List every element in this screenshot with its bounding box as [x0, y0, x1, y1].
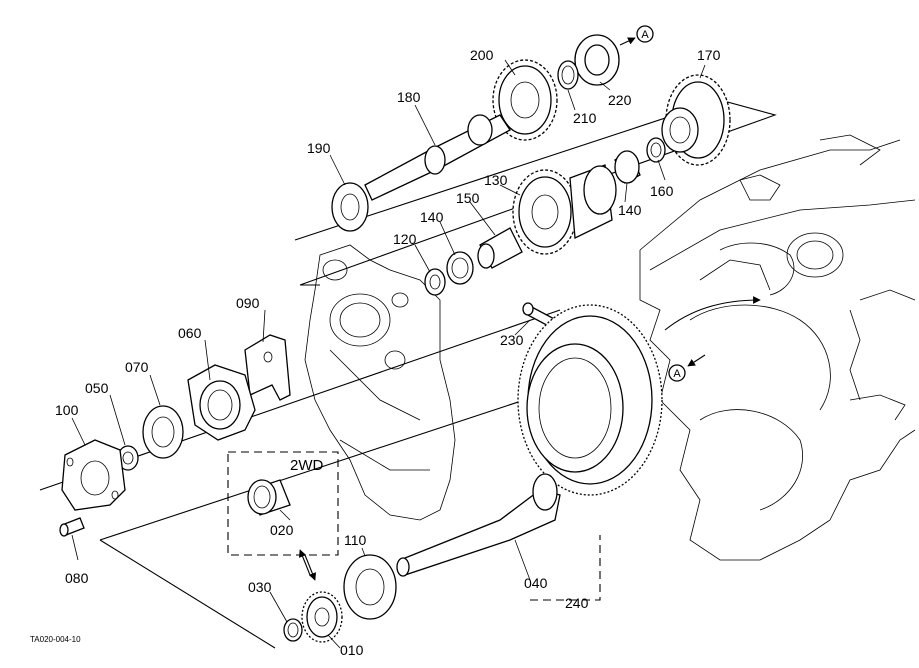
label-100: 100 [55, 402, 79, 418]
label-230: 230 [500, 332, 524, 348]
label-060: 060 [178, 325, 202, 341]
label-110: 110 [344, 532, 367, 548]
part-110-bearing [343, 554, 397, 620]
label-040: 040 [524, 575, 548, 591]
front-housing-cover [304, 244, 456, 521]
label-020: 020 [270, 522, 294, 538]
part-190-bearing [331, 182, 369, 232]
part-180-shaft [364, 114, 511, 201]
part-170-gear [661, 74, 731, 166]
part-140-needle-bearing-upper [614, 150, 641, 184]
label-210: 210 [573, 110, 597, 126]
part-200-gear [492, 59, 558, 141]
label-140-upper: 140 [618, 202, 642, 218]
label-220: 220 [608, 92, 632, 108]
part-070-bearing [142, 405, 184, 459]
label-150: 150 [456, 190, 480, 206]
part-010-gear [301, 591, 343, 643]
part-030-snap-ring [283, 618, 303, 642]
part-220-bearing [574, 34, 620, 86]
label-030: 030 [248, 579, 272, 595]
label-050: 050 [85, 380, 109, 396]
label-240: 240 [565, 595, 589, 611]
reference-marker-a-bottom-label: A [673, 368, 681, 380]
label-2wd: 2WD [290, 457, 324, 474]
label-120: 120 [393, 231, 417, 247]
part-140-needle-bearing-lower [446, 251, 474, 285]
part-050-seal [117, 445, 139, 471]
reference-marker-a-top-label: A [641, 29, 649, 41]
label-180: 180 [397, 89, 421, 105]
label-200: 200 [470, 47, 494, 63]
label-070: 070 [125, 359, 149, 375]
label-080: 080 [65, 570, 89, 586]
part-210-snap-ring [557, 60, 579, 90]
part-060-flange [187, 364, 256, 441]
label-190: 190 [307, 140, 331, 156]
label-140-lower: 140 [420, 209, 444, 225]
part-240-ring-gear [517, 304, 663, 496]
part-020-collar [247, 479, 291, 516]
label-170: 170 [697, 47, 721, 63]
part-130-gear-cluster [512, 164, 617, 255]
part-100-cover-plate [61, 439, 126, 511]
part-150-sleeve [477, 227, 523, 269]
part-040-pinion-shaft [396, 473, 561, 577]
part-080-plug [59, 517, 85, 537]
label-130: 130 [484, 172, 508, 188]
label-160: 160 [650, 183, 674, 199]
part-labels: 200 210 220 170 180 190 160 130 150 140 … [30, 47, 721, 658]
part-160-washer [646, 137, 666, 163]
part-090-bracket [244, 334, 291, 401]
transmission-housing [639, 134, 916, 561]
reference-marker-a-bottom: A [668, 354, 706, 382]
2wd-variant-box [227, 451, 339, 581]
label-010: 010 [340, 642, 364, 658]
part-120-washer [424, 268, 446, 296]
label-090: 090 [236, 295, 260, 311]
leader-lines [71, 59, 706, 649]
reference-marker-a-top: A [619, 25, 654, 46]
document-code: TA020-004-10 [30, 635, 81, 644]
